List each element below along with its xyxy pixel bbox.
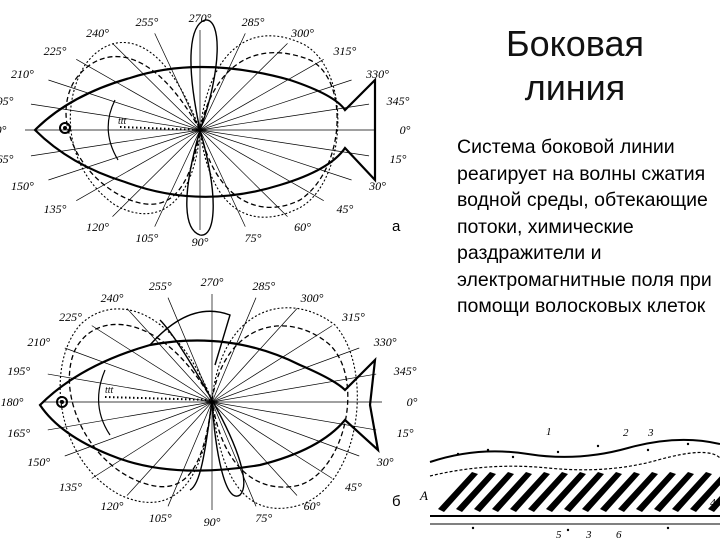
ray-330: [200, 80, 352, 130]
ray-210: [65, 348, 212, 402]
histology-label-1: 1: [546, 426, 552, 438]
ray-195: [31, 104, 200, 130]
panel-letter-a: а: [392, 218, 401, 235]
fish-dorsal-fin: [150, 311, 230, 365]
angle-label-255: 255°: [149, 279, 172, 293]
ray-165: [31, 130, 200, 156]
angle-label-45: 45°: [345, 480, 362, 494]
angle-label-210: 210°: [11, 67, 34, 81]
angle-label-300: 300°: [300, 291, 324, 305]
histology-label-3: 3: [647, 427, 654, 439]
angle-label-60: 60°: [294, 220, 311, 234]
angle-label-90: 90°: [204, 515, 221, 529]
angle-label-195: 195°: [7, 364, 30, 378]
angle-label-315: 315°: [341, 310, 365, 324]
svg-text:ttt: ttt: [105, 385, 114, 396]
ray-315: [212, 326, 332, 402]
title-line-2: линия: [440, 66, 710, 110]
body-paragraph: Система боковой линии реагирует на волны…: [457, 134, 712, 320]
angle-label-120: 120°: [86, 220, 109, 234]
angle-label-150: 150°: [11, 179, 34, 193]
ray-345: [212, 374, 376, 402]
angle-label-225: 225°: [44, 44, 67, 58]
angle-label-210: 210°: [27, 335, 50, 349]
ray-165: [48, 402, 212, 430]
angle-label-30: 30°: [376, 455, 394, 469]
angle-label-330: 330°: [365, 67, 389, 81]
angle-label-30: 30°: [368, 179, 386, 193]
angle-label-330: 330°: [373, 335, 397, 349]
ray-285: [212, 298, 256, 402]
angle-label-0: 0°: [400, 123, 411, 137]
ray-150: [48, 130, 200, 180]
angle-label-195: 195°: [0, 94, 14, 108]
angle-label-180: 180°: [0, 123, 7, 137]
angle-label-0: 0°: [407, 395, 418, 409]
angle-label-270: 270°: [189, 11, 212, 25]
ray-330: [212, 348, 359, 402]
angle-label-285: 285°: [242, 15, 265, 29]
angle-label-225: 225°: [59, 310, 82, 324]
ray-225: [76, 59, 200, 130]
angle-label-165: 165°: [0, 152, 14, 166]
angle-label-135: 135°: [44, 202, 67, 216]
ray-15: [200, 130, 369, 156]
angle-label-90: 90°: [192, 235, 209, 249]
angle-label-15: 15°: [397, 426, 414, 440]
angle-label-165: 165°: [7, 426, 30, 440]
ray-285: [200, 33, 245, 130]
ray-315: [200, 59, 324, 130]
fish-gill-line: [99, 370, 110, 435]
lateral-line-polar-diagram-a: ttt 0° 15° 30° 45° 60° 75° 90° 105° 120° 135° 150°…: [0, 0, 440, 260]
angle-label-315: 315°: [333, 44, 357, 58]
ray-240: [127, 308, 212, 402]
angle-label-240: 240°: [86, 26, 109, 40]
ray-105: [155, 130, 200, 227]
angle-label-300: 300°: [290, 26, 314, 40]
angle-label-60: 60°: [304, 499, 321, 513]
angle-label-270: 270°: [201, 275, 224, 289]
histology-label-5: 5: [556, 529, 562, 540]
angle-label-105: 105°: [136, 231, 159, 245]
histology-label-3b: 3: [585, 529, 592, 540]
ray-135: [76, 130, 200, 201]
angle-label-285: 285°: [252, 279, 275, 293]
angle-label-135: 135°: [59, 480, 82, 494]
ray-30: [200, 130, 352, 180]
ray-75: [200, 130, 245, 227]
title-line-1: Боковая: [440, 22, 710, 66]
angle-label-120: 120°: [101, 499, 124, 513]
histology-label-2: 2: [623, 427, 629, 439]
lateral-line-histology-illustration: 1 2 3 4 5 3 6 А: [418, 424, 720, 540]
svg-text:ttt: ttt: [118, 116, 127, 127]
ray-255: [168, 298, 212, 402]
ray-105: [168, 402, 212, 506]
ray-150: [65, 402, 212, 456]
angle-label-75: 75°: [245, 231, 262, 245]
angle-label-180: 180°: [1, 395, 24, 409]
histology-label-4: 4: [710, 497, 716, 509]
ray-45: [212, 402, 332, 478]
slide-title: Боковая линия: [440, 22, 710, 110]
angle-label-255: 255°: [136, 15, 159, 29]
lateral-line-polar-diagram-b: ttt 0° 15° 30° 45° 60° 75° 90° 105° 120° 135° 150°…: [0, 270, 440, 540]
angle-label-75: 75°: [255, 511, 272, 525]
angle-label-45: 45°: [337, 202, 354, 216]
angle-label-345: 345°: [386, 94, 410, 108]
histology-label-6: 6: [616, 529, 622, 540]
angle-label-15: 15°: [390, 152, 407, 166]
angle-label-105: 105°: [149, 511, 172, 525]
ray-255: [155, 33, 200, 130]
angle-label-240: 240°: [101, 291, 124, 305]
ray-300: [212, 308, 297, 402]
angle-label-150: 150°: [27, 455, 50, 469]
histology-side-letter: А: [419, 488, 428, 503]
angle-label-345: 345°: [393, 364, 417, 378]
panel-letter-b: б: [392, 493, 401, 510]
